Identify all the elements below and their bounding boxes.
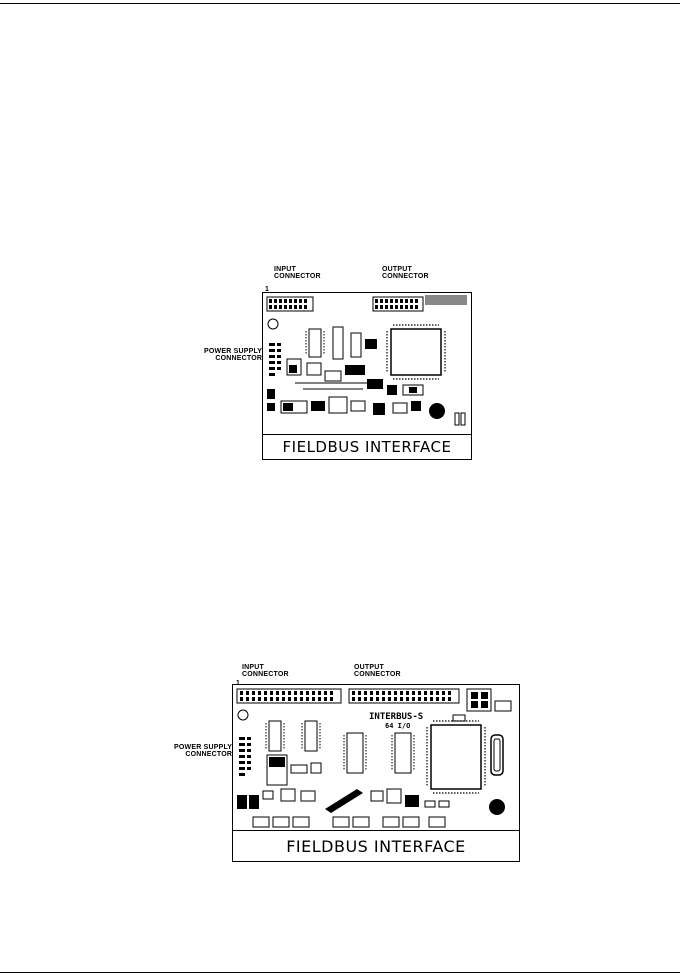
interbus-chip-label: INTERBUS-S (369, 712, 423, 722)
fieldbus-board-figure-1: INPUT CONNECTOR OUTPUT CONNECTOR 1 POWER… (196, 262, 486, 462)
output-connector-label: OUTPUT CONNECTOR (354, 664, 401, 678)
board-schematic: INTERBUS-S 64 I/O (236, 688, 512, 828)
circuit-board: FIELDBUS INTERFACE (262, 292, 472, 460)
pin-one-marker: 1 (236, 680, 240, 687)
power-supply-connector-label: POWER SUPPLY CONNECTOR (204, 348, 263, 362)
fieldbus-board-figure-2: INPUT CONNECTOR OUTPUT CONNECTOR 1 POWER… (166, 660, 522, 864)
board-schematic (266, 295, 467, 426)
board-title: FIELDBUS INTERFACE (233, 830, 519, 861)
power-supply-connector-label: POWER SUPPLY CONNECTOR (174, 744, 233, 758)
footer-rule (0, 972, 680, 973)
io-count-label: 64 I/O (385, 722, 410, 730)
header-rule (0, 3, 680, 4)
circuit-board: INTERBUS-S 64 I/O (232, 684, 520, 862)
board-title: FIELDBUS INTERFACE (263, 434, 471, 459)
input-connector-label: INPUT CONNECTOR (274, 266, 321, 280)
pin-one-marker: 1 (265, 286, 270, 293)
input-connector-label: INPUT CONNECTOR (242, 664, 289, 678)
output-connector-label: OUTPUT CONNECTOR (382, 266, 429, 280)
